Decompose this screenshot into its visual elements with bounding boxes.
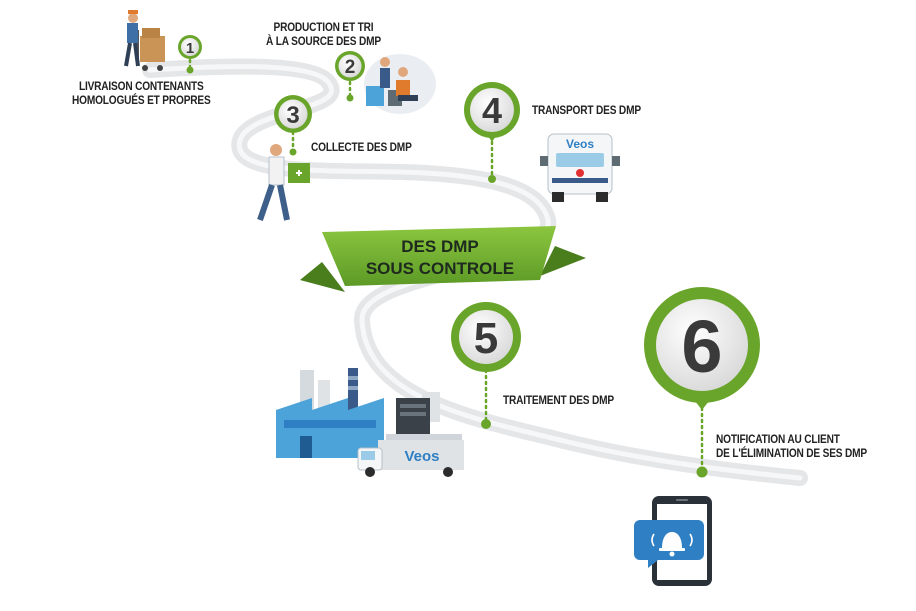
step-label-2-line2: À LA SOURCE DES DMP bbox=[266, 36, 381, 48]
collector-illustration bbox=[257, 144, 310, 221]
step-label-6-line2: DE L'ÉLIMINATION DE SES DMP bbox=[716, 448, 867, 460]
step-marker-1: 1 bbox=[178, 35, 202, 59]
truck-logo-text: Veos bbox=[566, 137, 594, 151]
step-label-5: TRAITEMENT DES DMP bbox=[503, 394, 614, 408]
delivery-worker-illustration bbox=[124, 10, 165, 71]
banner-line2: SOUS CONTROLE bbox=[366, 259, 514, 278]
step-label-6-line1: NOTIFICATION AU CLIENT bbox=[716, 434, 840, 446]
factory-truck-logo-text: Veos bbox=[404, 448, 439, 465]
banner: DES DMP SOUS CONTROLE bbox=[300, 226, 586, 292]
step-label-1-line2: HOMOLOGUÉS ET PROPRES bbox=[72, 95, 211, 107]
step-label-4-line1: TRANSPORT DES DMP bbox=[532, 105, 641, 117]
step-label-1: LIVRAISON CONTENANTS HOMOLOGUÉS ET PROPR… bbox=[72, 80, 211, 108]
banner-line1: DES DMP bbox=[401, 237, 478, 256]
step-label-2-line1: PRODUCTION ET TRI bbox=[273, 22, 374, 34]
road-highlight bbox=[147, 64, 803, 481]
step-label-6: NOTIFICATION AU CLIENT DE L'ÉLIMINATION … bbox=[716, 433, 867, 461]
phone-notification-illustration bbox=[634, 496, 712, 586]
step-label-1-line1: LIVRAISON CONTENANTS bbox=[78, 81, 204, 93]
step-label-3-line1: COLLECTE DES DMP bbox=[311, 142, 412, 154]
step-number-2: 2 bbox=[345, 57, 356, 78]
step-marker-2: 2 bbox=[335, 51, 365, 81]
step-number-4: 4 bbox=[482, 90, 502, 131]
step-marker-6: 6 bbox=[644, 287, 760, 410]
connector-dots bbox=[186, 66, 708, 478]
step-marker-4: 4 bbox=[464, 82, 520, 142]
step-label-3: COLLECTE DES DMP bbox=[311, 141, 412, 155]
truck-front-illustration: Veos bbox=[540, 133, 620, 202]
connector-lines bbox=[188, 58, 704, 472]
step-marker-3: 3 bbox=[274, 95, 312, 133]
step-number-6: 6 bbox=[681, 305, 722, 388]
step-number-1: 1 bbox=[186, 40, 194, 57]
step-label-2: PRODUCTION ET TRI À LA SOURCE DES DMP bbox=[266, 21, 381, 49]
step-label-5-line1: TRAITEMENT DES DMP bbox=[503, 395, 614, 407]
sorting-scene-illustration bbox=[364, 54, 436, 114]
step-label-4: TRANSPORT DES DMP bbox=[532, 104, 641, 118]
step-number-5: 5 bbox=[474, 314, 498, 363]
factory-illustration: Veos bbox=[276, 368, 464, 477]
step-marker-5: 5 bbox=[451, 302, 521, 372]
step-number-3: 3 bbox=[286, 102, 299, 129]
